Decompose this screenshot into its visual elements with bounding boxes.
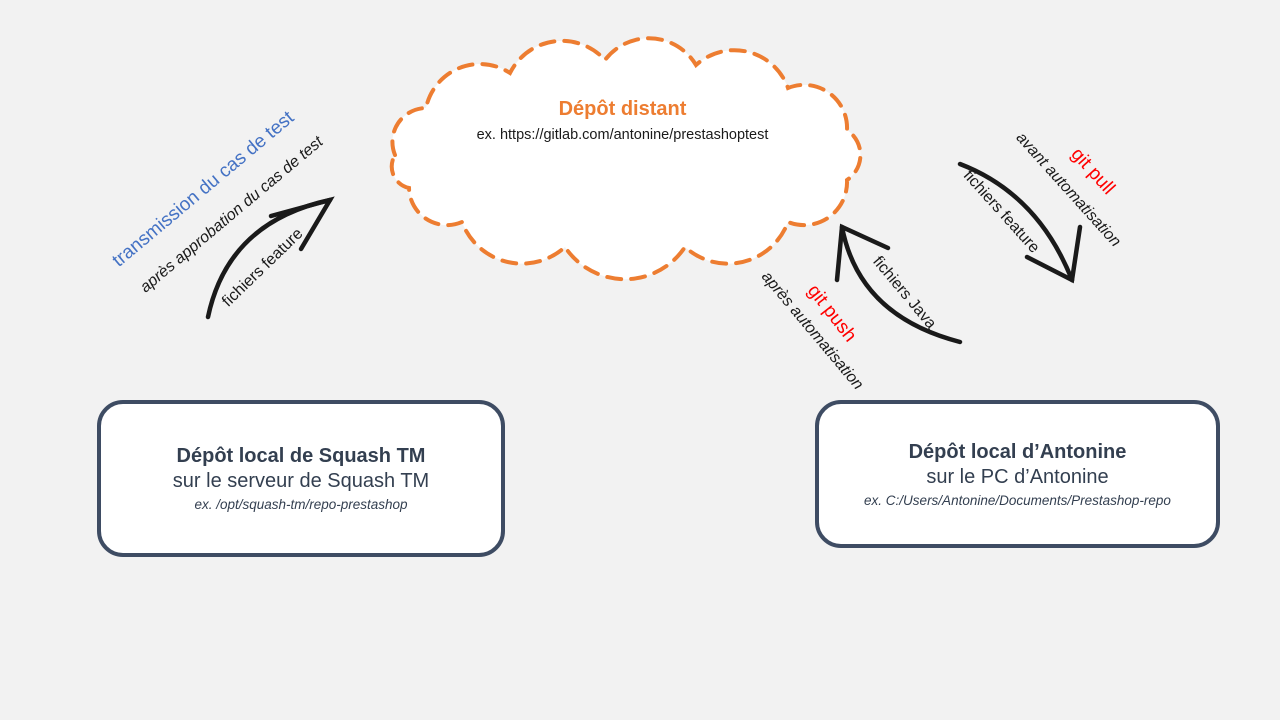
git-push-arrow [834,223,963,345]
antonine-local-repo-box: Dépôt local d’Antonine sur le PC d’Anton… [815,400,1220,548]
antonine-box-subtitle: sur le PC d’Antonine [926,465,1109,488]
remote-repo-example: ex. https://gitlab.com/antonine/prestash… [476,127,769,143]
transmission-arrow [205,196,335,320]
cloud-shape [389,36,863,282]
git-pull-arrow-shaft [957,161,1075,283]
squash-box-example: ex. /opt/squash-tm/repo-prestashop [194,497,408,512]
remote-repo-title: Dépôt distant [558,98,687,120]
git-pull-arrow-head [1024,224,1083,284]
transmission-arrow-head [268,196,335,252]
squash-local-repo-box: Dépôt local de Squash TM sur le serveur … [97,400,505,557]
git-pull-arrow [957,161,1083,284]
git-push-arrow-head [834,223,891,283]
remote-repo-cloud [389,36,863,282]
squash-box-subtitle: sur le serveur de Squash TM [172,470,430,492]
git-push-arrow-shaft [839,224,963,345]
squash-box-title: Dépôt local de Squash TM [176,445,426,467]
remote-repo-label: Dépôt distant ex. https://gitlab.com/ant… [375,98,870,143]
antonine-box-title: Dépôt local d’Antonine [908,440,1127,463]
antonine-box-example: ex. C:/Users/Antonine/Documents/Prestash… [864,492,1171,508]
